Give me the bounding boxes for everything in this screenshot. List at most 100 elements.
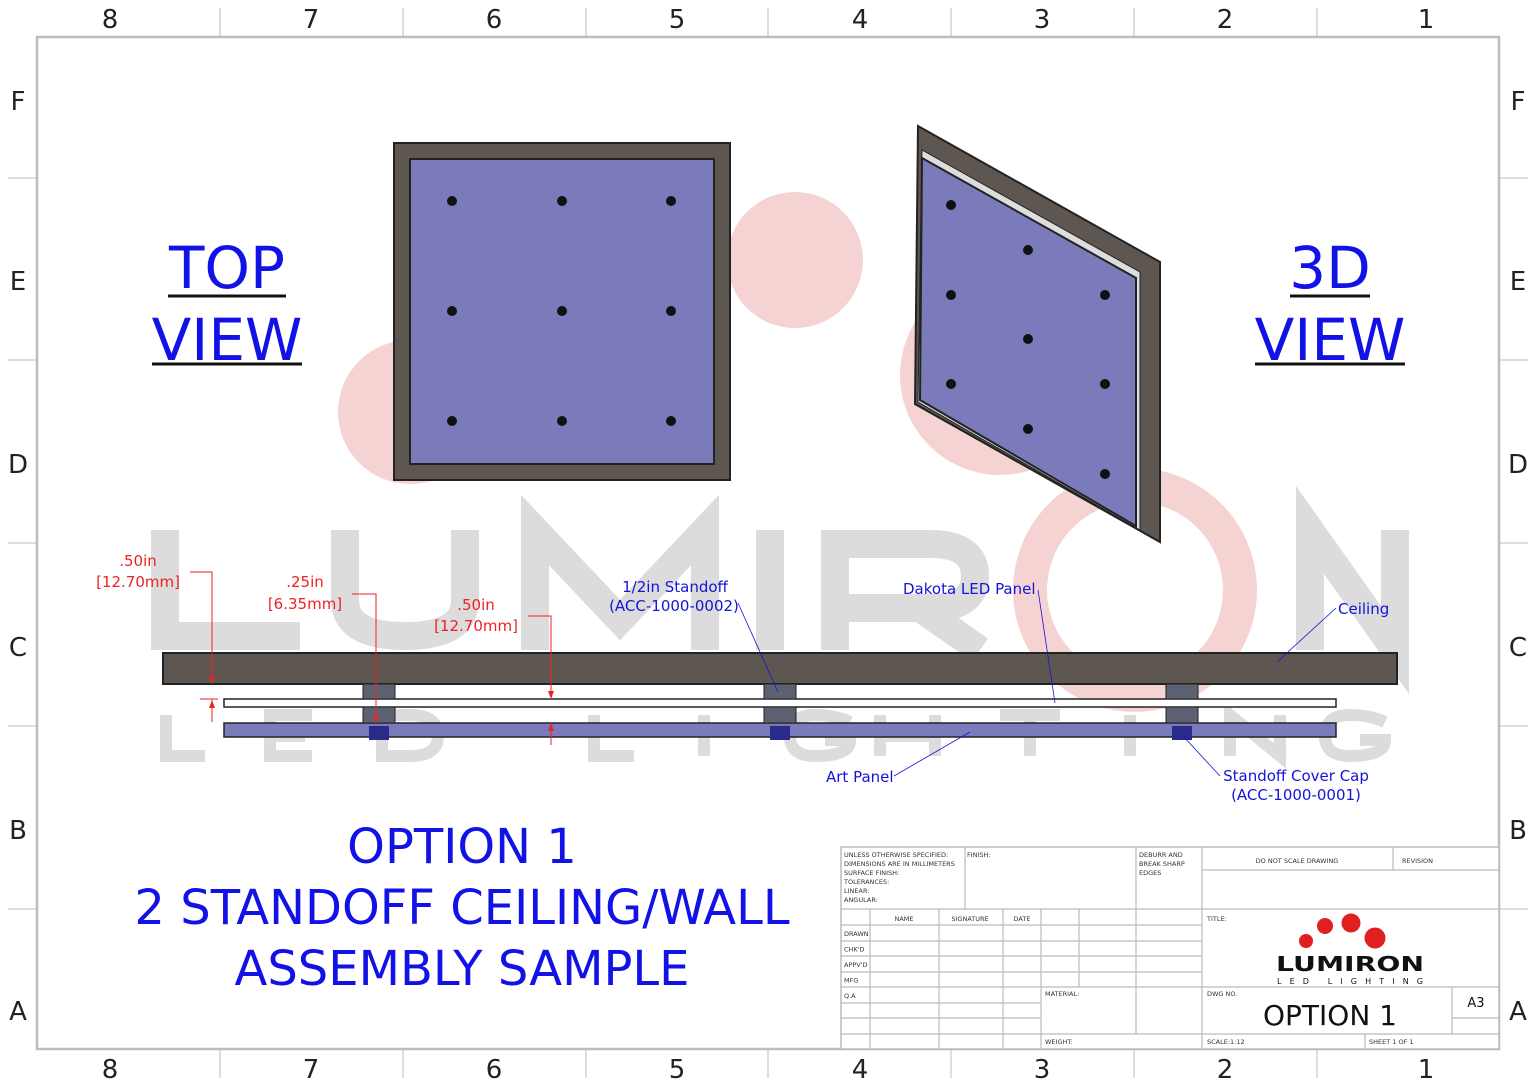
side-view-drawing [162, 652, 1398, 740]
deburr-line: BREAK SHARP [1139, 860, 1185, 868]
standoff-dot [557, 196, 567, 206]
option-title-line3: ASSEMBLY SAMPLE [234, 941, 689, 997]
role-label: APPV'D [844, 961, 868, 969]
standoff-upper [1165, 683, 1199, 700]
dimension-2-mm: [6.35mm] [268, 595, 342, 613]
dimension-arrows [209, 676, 554, 731]
callout-cap-line2: (ACC-1000-0001) [1231, 786, 1361, 804]
zone-row-label-right: F [1511, 87, 1526, 117]
standoff-dot [666, 416, 676, 426]
finish-label: FINISH: [967, 851, 991, 859]
standoff-upper [763, 683, 797, 700]
deburr-line: EDGES [1139, 869, 1161, 877]
unless-specified-line: DIMENSIONS ARE IN MILLIMETERS [844, 860, 955, 868]
callout-art-panel: Art Panel [826, 768, 894, 786]
zone-row-label-right: D [1508, 450, 1528, 480]
standoff-dot [1100, 290, 1110, 300]
sheet-size: A3 [1467, 996, 1484, 1011]
standoff-dot [1023, 424, 1033, 434]
ceiling [162, 652, 1398, 685]
unless-specified-line: LINEAR: [844, 887, 869, 895]
dimensions [190, 571, 552, 745]
zone-column-label-bottom: 4 [852, 1055, 869, 1085]
callout-leaders [737, 589, 1337, 777]
standoff-dot [946, 200, 956, 210]
standoff-dot [946, 379, 956, 389]
zone-row-label-left: D [8, 450, 28, 480]
callout-standoff-line2: (ACC-1000-0002) [609, 597, 739, 615]
title-block: UNLESS OTHERWISE SPECIFIED:DIMENSIONS AR… [840, 846, 1500, 1050]
unless-specified-line: SURFACE FINISH: [844, 869, 899, 877]
zone-column-label-bottom: 7 [303, 1055, 320, 1085]
role-label: Q.A [844, 992, 856, 1000]
standoff-lower [763, 706, 797, 724]
sheet-number: SHEET 1 OF 1 [1369, 1038, 1414, 1046]
role-label: MFG [844, 977, 858, 985]
do-not-scale-label: DO NOT SCALE DRAWING [1256, 857, 1339, 865]
standoff-dot [447, 306, 457, 316]
top-view-drawing [393, 142, 731, 481]
option-title-line2: 2 STANDOFF CEILING/WALL [134, 880, 789, 936]
zone-column-label-top: 3 [1034, 5, 1051, 35]
dimension-3-inch: .50in [457, 596, 495, 614]
zone-column-label-top: 2 [1217, 5, 1234, 35]
dwg-no-label: DWG NO. [1207, 990, 1237, 998]
scale-label: SCALE:1:12 [1207, 1038, 1245, 1046]
standoff-dot [557, 306, 567, 316]
callout-standoff-line1: 1/2in Standoff [622, 578, 728, 596]
header-signature: SIGNATURE [951, 915, 988, 923]
standoff-cover-cap [1172, 726, 1192, 740]
deburr-line: DEBURR AND [1139, 851, 1183, 859]
header-date: DATE [1014, 915, 1031, 923]
standoff-dot [447, 196, 457, 206]
zone-column-label-top: 8 [102, 5, 119, 35]
standoff-dot [1023, 245, 1033, 255]
logo-tagline: LED LIGHTING [1277, 977, 1423, 986]
standoff-lower [1165, 706, 1199, 724]
header-name: NAME [894, 915, 913, 923]
role-label: DRAWN [844, 930, 869, 938]
zone-column-label-bottom: 3 [1034, 1055, 1051, 1085]
zone-row-label-left: E [10, 267, 26, 297]
zone-row-label-left: C [9, 633, 27, 663]
logo-brand: LUMIRON [1276, 952, 1424, 976]
zone-column-label-top: 5 [669, 5, 686, 35]
standoff-dot [447, 416, 457, 426]
iso-view-label-line1: 3D [1289, 234, 1371, 302]
callout-cap-line1: Standoff Cover Cap [1223, 767, 1369, 785]
zone-column-label-bottom: 8 [102, 1055, 119, 1085]
option-title-line1: OPTION 1 [347, 819, 577, 875]
zone-column-label-bottom: 6 [486, 1055, 503, 1085]
zone-row-label-left: F [11, 87, 26, 117]
title-label: TITLE: [1206, 915, 1227, 923]
dimension-1-inch: .50in [119, 552, 157, 570]
iso-view-drawing [913, 124, 1161, 544]
role-label: CHK'D [844, 946, 864, 954]
revision-label: REVISION [1402, 857, 1433, 865]
unless-specified-line: UNLESS OTHERWISE SPECIFIED: [844, 851, 948, 859]
zone-column-label-top: 4 [852, 5, 869, 35]
zone-row-label-right: C [1509, 633, 1527, 663]
lumiron-logo: LUMIRON LED LIGHTING [1276, 913, 1424, 986]
weight-label: WEIGHT: [1045, 1038, 1073, 1046]
zone-row-label-left: A [9, 997, 27, 1027]
zone-column-label-top: 6 [486, 5, 503, 35]
zone-column-label-top: 7 [303, 5, 320, 35]
callout-ceiling: Ceiling [1338, 600, 1389, 618]
zone-row-label-right: B [1509, 816, 1527, 846]
zone-row-label-right: A [1509, 997, 1527, 1027]
iso-view-label: 3D VIEW [1255, 234, 1406, 374]
standoff-dot [666, 306, 676, 316]
standoff-dot [666, 196, 676, 206]
unless-specified-line: TOLERANCES: [843, 878, 889, 886]
zone-row-label-left: B [9, 816, 27, 846]
standoff-dot [557, 416, 567, 426]
standoff-cover-cap [369, 726, 389, 740]
zone-column-label-bottom: 1 [1418, 1055, 1435, 1085]
standoff-dot [946, 290, 956, 300]
dimension-1-mm: [12.70mm] [96, 573, 180, 591]
material-label: MATERIAL: [1045, 990, 1079, 998]
top-view-label-line1: TOP [168, 234, 285, 302]
standoff-dot [1100, 379, 1110, 389]
